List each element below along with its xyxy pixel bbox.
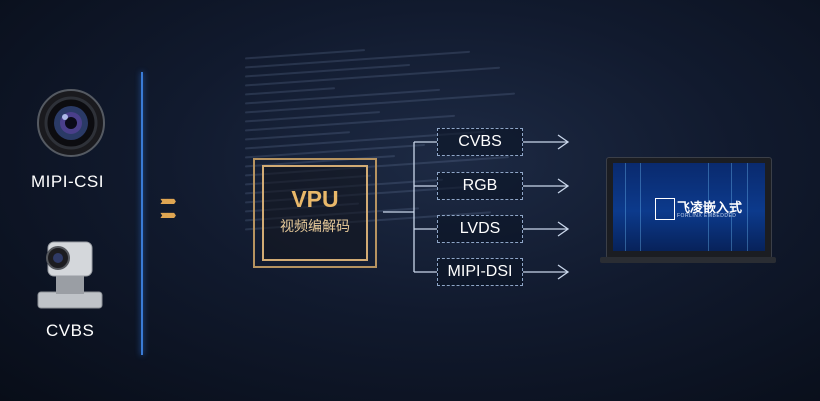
display-logo-subtext: FORLINX EMBEDDED	[677, 213, 737, 219]
camera-lens-icon	[37, 89, 105, 157]
display-monitor: 飞凌嵌入式 FORLINX EMBEDDED	[606, 157, 772, 259]
vpu-inner-frame	[262, 165, 368, 261]
output-rgb: RGB	[437, 172, 523, 200]
monitor-stand	[600, 257, 776, 263]
source-label-mipi-csi: MIPI-CSI	[31, 172, 104, 191]
display-logo-text: 飞凌嵌入式	[677, 200, 743, 215]
output-mipi-dsi: MIPI-DSI	[437, 258, 523, 286]
input-divider-line	[141, 72, 143, 355]
output-lvds: LVDS	[437, 215, 523, 243]
forlinx-logo-icon	[655, 198, 675, 220]
vpu-title: VPU	[291, 186, 339, 212]
output-cvbs: CVBS	[437, 128, 523, 156]
vpu-outer-frame	[253, 158, 377, 268]
display-screen: 飞凌嵌入式 FORLINX EMBEDDED	[613, 163, 765, 251]
vpu-subtitle: 视频编解码	[280, 218, 350, 234]
source-label-cvbs: CVBS	[46, 321, 95, 340]
input-arrows: ›››››››››› ››››››››››	[160, 193, 176, 222]
ptz-camera-icon	[37, 241, 103, 309]
